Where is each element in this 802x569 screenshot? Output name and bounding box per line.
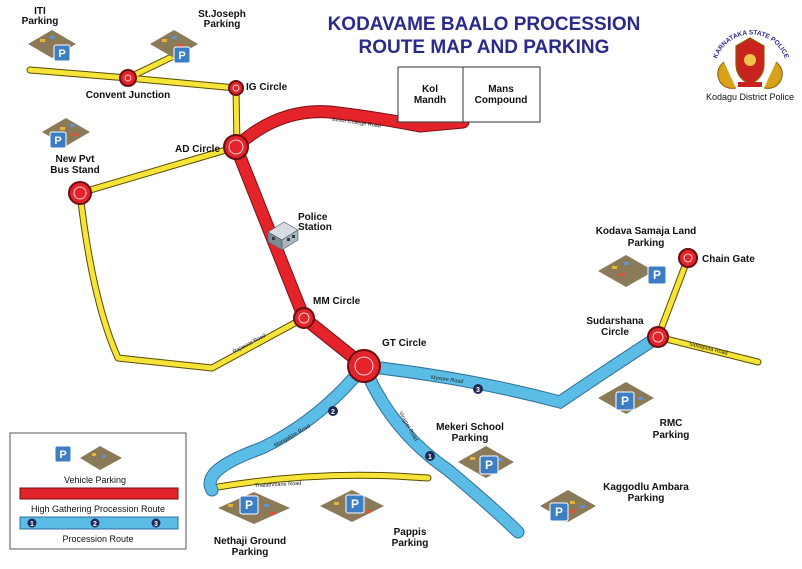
legend-red-bar: [19, 487, 179, 500]
police-station-label-2: Station: [298, 222, 332, 233]
label-kodava-samaja-2: Parking: [628, 238, 665, 249]
svg-text:Kol: Kol: [422, 84, 438, 95]
map-title-line1: KODAVAME BAALO PROCESSION: [328, 14, 641, 35]
label-convent-junction: Convent Junction: [86, 90, 170, 101]
legend-parking-icon: P: [54, 445, 122, 470]
label-st-joseph-1: St.Joseph: [198, 9, 246, 20]
legend-number-1: 1: [27, 518, 37, 528]
svg-text:1: 1: [30, 521, 34, 528]
label-kaggodlu-1: Kaggodlu Ambara: [603, 482, 689, 493]
legend-number-3: 3: [151, 518, 161, 528]
junction-gt-circle: [347, 349, 381, 383]
route-number-1: 1: [425, 451, 435, 461]
svg-text:1: 1: [428, 454, 432, 461]
junction-sudarshana-circle: [647, 326, 669, 348]
route-number-3: 3: [473, 384, 483, 394]
label-mekeri-1: Mekeri School: [436, 422, 504, 433]
svg-text:P: P: [653, 268, 661, 282]
label-ig-circle: IG Circle: [246, 82, 288, 93]
svg-text:Mans: Mans: [488, 84, 514, 95]
label-sudarshana-2: Circle: [601, 327, 629, 338]
label-gt-circle: GT Circle: [382, 338, 427, 349]
junction-convent: [119, 69, 137, 87]
emblem-caption: Kodagu District Police: [706, 92, 794, 102]
label-mekeri-2: Parking: [452, 433, 489, 444]
parking-mekeri-school: P: [458, 446, 514, 478]
svg-text:P: P: [555, 505, 563, 519]
junction-new-pvt-bus-stand: [68, 181, 92, 205]
police-station-icon: [267, 221, 299, 251]
svg-text:P: P: [58, 48, 65, 60]
label-pappis-1: Pappis: [394, 527, 427, 538]
label-iti-1: ITI: [34, 6, 46, 17]
kol-mandh-box: Kol Mandh: [397, 66, 464, 123]
junction-mm-circle: [293, 307, 315, 329]
label-st-joseph-2: Parking: [204, 19, 241, 30]
svg-text:Mandh: Mandh: [414, 95, 446, 106]
parking-st-joseph: P: [150, 30, 198, 64]
svg-text:P: P: [351, 497, 359, 511]
parking-pappis: P: [320, 490, 384, 522]
svg-text:3: 3: [154, 521, 158, 528]
junction-ad-circle: [223, 134, 249, 160]
svg-text:2: 2: [331, 409, 335, 416]
legend-number-2: 2: [90, 518, 100, 528]
svg-text:P: P: [178, 50, 185, 62]
svg-text:2: 2: [93, 521, 97, 528]
label-new-pvt-2: Bus Stand: [50, 165, 99, 176]
label-pappis-2: Parking: [392, 538, 429, 549]
label-kaggodlu-2: Parking: [628, 493, 665, 504]
road-label-thalathmane: Thalathmane Road: [254, 481, 301, 489]
svg-text:P: P: [59, 449, 66, 461]
parking-rmc: P: [598, 382, 654, 414]
map-title-line2: ROUTE MAP AND PARKING: [359, 37, 610, 58]
legend-vehicle-parking: Vehicle Parking: [64, 475, 126, 485]
svg-text:3: 3: [476, 387, 480, 394]
legend-procession-route: Procession Route: [62, 534, 133, 544]
parking-nethaji-ground: P: [218, 492, 290, 524]
legend-high-gathering: High Gathering Procession Route: [31, 504, 165, 514]
label-rmc-2: Parking: [653, 430, 690, 441]
svg-text:P: P: [621, 394, 629, 408]
svg-text:P: P: [54, 135, 61, 147]
junction-chain-gate: [678, 248, 698, 268]
mans-compound-box: Mans Compound: [462, 66, 541, 123]
junction-ig-circle: [228, 80, 244, 96]
label-sudarshana-1: Sudarshana: [586, 316, 644, 327]
label-rmc-1: RMC: [660, 418, 683, 429]
svg-text:Compound: Compound: [475, 95, 528, 106]
parking-kaggodlu-ambara: P: [540, 490, 596, 522]
svg-text:P: P: [485, 458, 493, 472]
svg-text:P: P: [245, 498, 253, 512]
label-new-pvt-1: New Pvt: [56, 154, 96, 165]
label-chain-gate: Chain Gate: [702, 254, 755, 265]
label-kodava-samaja-1: Kodava Samaja Land: [596, 226, 697, 237]
label-nethaji-1: Nethaji Ground: [214, 536, 286, 547]
parking-iti: P: [28, 30, 76, 62]
karnataka-police-emblem-icon: KARNATAKA STATE POLICE: [712, 29, 790, 89]
label-mm-circle: MM Circle: [313, 296, 361, 307]
label-nethaji-2: Parking: [232, 547, 269, 558]
route-number-2: 2: [328, 406, 338, 416]
procession-route-blue: [203, 330, 665, 539]
parking-kodava-samaja: P: [598, 255, 667, 287]
label-ad-circle: AD Circle: [175, 144, 220, 155]
label-iti-2: Parking: [22, 16, 59, 27]
road-label-mysore: Mysore Road: [431, 375, 464, 385]
parking-new-pvt-bus-stand: P: [42, 118, 90, 149]
police-station-label-1: Police: [298, 212, 328, 223]
legend-box: P Vehicle Parking High Gathering Process…: [9, 432, 187, 550]
